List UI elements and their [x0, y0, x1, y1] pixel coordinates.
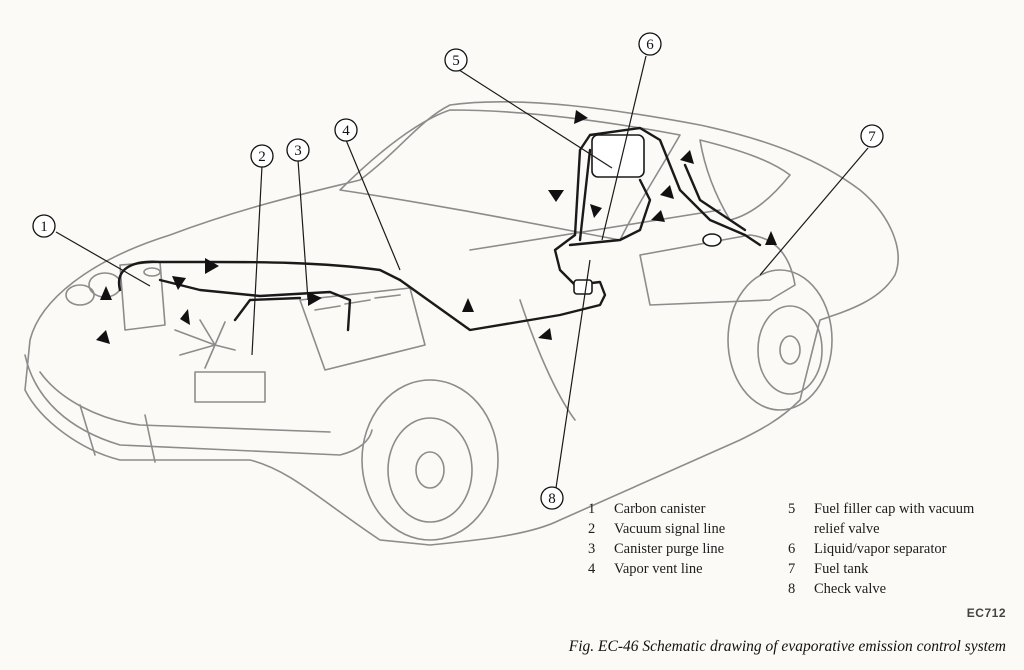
- legend-item: 6 Liquid/vapor separator: [788, 539, 974, 559]
- liquid-vapor-separator: [591, 134, 645, 178]
- svg-text:2: 2: [258, 149, 266, 165]
- figure-caption: Fig. EC-46 Schematic drawing of evaporat…: [568, 638, 1006, 655]
- callout-6: 6: [638, 32, 662, 56]
- flow-arrow: [308, 292, 322, 306]
- legend-left: 1 Carbon canister 2 Vacuum signal line 3 Ca…: [588, 499, 725, 579]
- flow-arrow: [180, 309, 190, 325]
- component-details: [573, 134, 722, 295]
- legend-label: Vacuum signal line: [614, 521, 726, 537]
- legend-number: 4: [588, 561, 596, 577]
- callout-8: 8: [540, 486, 564, 510]
- flow-arrow: [172, 276, 186, 290]
- legend-label: Vapor vent line: [614, 561, 703, 577]
- flow-arrow: [651, 210, 665, 222]
- figure-code: EC712: [966, 606, 1006, 620]
- legend-label: Liquid/vapor separator: [814, 541, 947, 557]
- legend-label-continuation: relief valve: [814, 521, 880, 537]
- legend-number: 8: [788, 581, 796, 597]
- svg-text:6: 6: [646, 37, 654, 53]
- legend-item: 5 Fuel filler cap with vacuum: [788, 499, 974, 519]
- callout-4: 4: [334, 118, 358, 142]
- legend-item: 2 Vacuum signal line: [588, 519, 725, 539]
- svg-text:4: 4: [342, 123, 350, 139]
- callout-2: 2: [250, 144, 274, 168]
- flow-arrow: [574, 110, 588, 124]
- legend-item: 1 Carbon canister: [588, 499, 725, 519]
- flow-arrow: [462, 298, 474, 312]
- legend-item: 8 Check valve: [788, 579, 974, 599]
- legend-number: 5: [788, 501, 796, 517]
- flow-arrow: [660, 185, 674, 199]
- callout-7: 7: [860, 124, 884, 148]
- callout-3: 3: [286, 138, 310, 162]
- svg-text:1: 1: [40, 219, 48, 235]
- svg-text:3: 3: [294, 143, 302, 159]
- flow-arrow: [205, 258, 219, 274]
- legend-item: 4 Vapor vent line: [588, 559, 725, 579]
- legend-label: Carbon canister: [614, 501, 706, 517]
- legend-label: Fuel tank: [814, 561, 869, 577]
- svg-text:7: 7: [868, 129, 876, 145]
- svg-text:5: 5: [452, 53, 460, 69]
- legend-item: 7 Fuel tank: [788, 559, 974, 579]
- legend-label: Fuel filler cap with vacuum: [814, 501, 975, 517]
- filler-cap: [702, 233, 722, 247]
- legend-item: 3 Canister purge line: [588, 539, 725, 559]
- legend-label: Check valve: [814, 581, 887, 597]
- check-valve: [573, 279, 593, 295]
- vapor-lines: [117, 126, 762, 332]
- legend-number: 1: [588, 501, 596, 517]
- flow-arrow: [765, 231, 777, 245]
- flow-arrow: [548, 190, 564, 202]
- callout-1: 1: [32, 214, 56, 238]
- svg-text:8: 8: [548, 491, 556, 507]
- flow-arrow: [680, 150, 694, 164]
- flow-arrow: [100, 286, 112, 300]
- legend-right: 5 Fuel filler cap with vacuum relief valv…: [788, 499, 974, 599]
- flow-arrows: [96, 110, 777, 344]
- legend-label: Canister purge line: [614, 541, 725, 557]
- flow-arrow: [538, 328, 552, 340]
- legend-number: 3: [588, 541, 596, 557]
- legend-number: 2: [588, 521, 596, 537]
- flow-arrow: [590, 204, 602, 218]
- leader-lines: [55, 55, 869, 489]
- callout-5: 5: [444, 48, 468, 72]
- flow-arrow: [96, 330, 110, 344]
- legend-number: 7: [788, 561, 796, 577]
- legend-number: 6: [788, 541, 796, 557]
